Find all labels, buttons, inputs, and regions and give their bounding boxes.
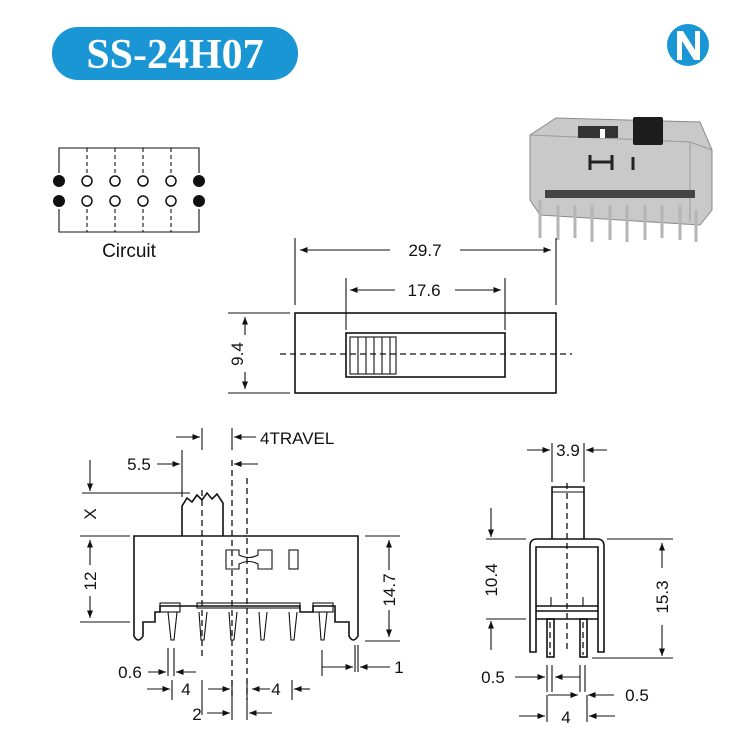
dim-leg-width: 1 xyxy=(394,658,403,677)
dim-pin-width-left: 0.5 xyxy=(481,668,505,687)
dim-pitch-right: 4 xyxy=(271,680,280,699)
top-view-drawing: 29.7 17.6 9.4 xyxy=(228,238,572,394)
dim-slot-length: 17.6 xyxy=(407,281,440,300)
circuit-diagram: Circuit xyxy=(53,147,205,262)
front-view-drawing: 4TRAVEL 5.5 X 12 14.7 0.6 4 4 1 2 xyxy=(80,428,404,724)
dim-actuator-width: 5.5 xyxy=(127,455,151,474)
brand-logo-icon xyxy=(667,24,709,66)
dim-side-total-height: 15.3 xyxy=(653,580,672,613)
side-view-drawing: 3.9 10.4 15.3 0.5 0.5 4 xyxy=(481,441,673,727)
dim-overall-length: 29.7 xyxy=(408,241,441,260)
model-title-badge: SS-24H07 xyxy=(52,27,298,80)
model-title: SS-24H07 xyxy=(86,32,263,78)
dim-width: 9.4 xyxy=(228,342,247,366)
dim-pitch-left: 4 xyxy=(181,680,190,699)
product-photo xyxy=(529,117,713,242)
dim-row-pitch: 4 xyxy=(561,708,570,727)
dim-actuator-height: X xyxy=(81,508,100,519)
circuit-label: Circuit xyxy=(102,241,157,262)
dim-body-height: 12 xyxy=(81,572,100,591)
dim-pin-width-right: 0.5 xyxy=(625,686,649,705)
dim-total-height: 14.7 xyxy=(380,573,399,606)
dim-center-offset: 2 xyxy=(192,705,201,724)
dim-side-body-height: 10.4 xyxy=(482,563,501,596)
dim-travel: 4TRAVEL xyxy=(260,429,334,448)
dim-pin-width: 0.6 xyxy=(118,663,142,682)
dim-side-actuator-width: 3.9 xyxy=(556,441,580,460)
